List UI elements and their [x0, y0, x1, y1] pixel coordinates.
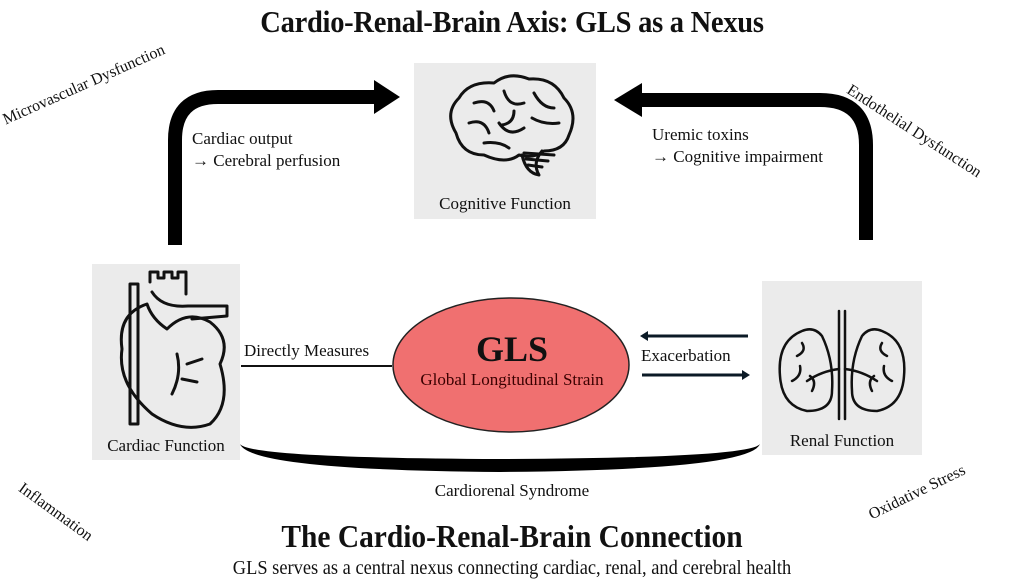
gls-ellipse — [392, 297, 630, 433]
footer-title: The Cardio-Renal-Brain Connection — [281, 518, 743, 554]
heart-icon — [119, 270, 229, 429]
cardiac-function-label: Cardiac Function — [107, 436, 225, 455]
heart-to-brain-label: Cardiac output → Cerebral perfusion — [192, 128, 340, 172]
cognitive-function-node: Cognitive Function — [414, 63, 596, 219]
kidney-to-brain-line1: Uremic toxins — [652, 125, 749, 144]
kidney-to-brain-label: Uremic toxins → Cognitive impairment — [652, 124, 823, 168]
footer-subtitle: GLS serves as a central nexus connecting… — [232, 557, 792, 579]
diagram-title: Cardio-Renal-Brain Axis: GLS as a Nexus — [260, 4, 764, 39]
arrowhead-heart-to-brain — [374, 80, 400, 114]
renal-function-label: Renal Function — [789, 431, 895, 450]
cognitive-function-label: Cognitive Function — [439, 194, 571, 213]
arrowhead-exacerbation-left — [640, 331, 648, 341]
arrow-kidney-to-brain — [640, 93, 873, 240]
cardiac-function-node: Cardiac Function — [92, 264, 240, 460]
arrow-heart-to-brain — [168, 90, 378, 245]
gls-title: GLS — [475, 329, 549, 369]
exacerbation-label: Exacerbation — [641, 346, 731, 365]
gls-subtitle: Global Longitudinal Strain — [420, 370, 604, 389]
arrowhead-exacerbation-right — [742, 370, 750, 380]
cardiorenal-syndrome-label: Cardiorenal Syndrome — [434, 481, 590, 500]
renal-function-node: Renal Function — [762, 281, 922, 455]
heart-to-brain-line1: Cardiac output — [192, 129, 293, 148]
arrowhead-kidney-to-brain — [614, 83, 642, 117]
brain-icon — [449, 74, 575, 177]
kidney-icon — [778, 309, 906, 421]
heart-to-brain-line2: → Cerebral perfusion — [192, 151, 341, 170]
kidney-to-brain-line2: → Cognitive impairment — [652, 147, 823, 166]
directly-measures-label: Directly Measures — [244, 341, 370, 360]
cardiorenal-curve — [240, 444, 760, 472]
